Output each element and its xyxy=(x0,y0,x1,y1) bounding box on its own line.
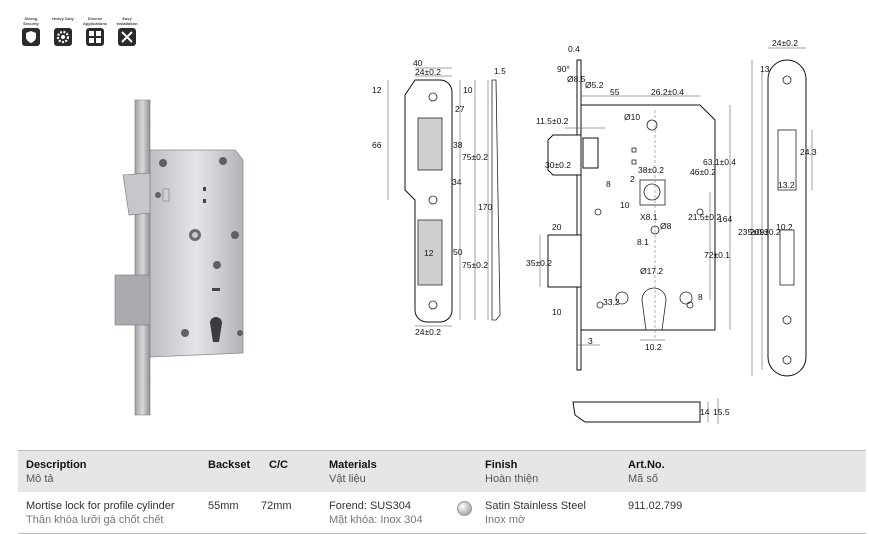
dim-label: 11.5±0.2 xyxy=(536,116,569,126)
cell-description: Mortise lock for profile cylinder Thân k… xyxy=(26,500,175,526)
dim-label: 33.2 xyxy=(603,297,620,307)
dim-label: 10 xyxy=(463,85,473,95)
dim-label: 209±0.2 xyxy=(750,227,781,237)
dim-label: 38 xyxy=(453,140,463,150)
table-row: Mortise lock for profile cylinder Thân k… xyxy=(18,492,866,534)
lock-body-dim-labels: 0.4 90° Ø8.5 Ø5.2 55 26.2±0.4 11.5±0.2 Ø… xyxy=(526,44,736,352)
checklist-icon xyxy=(86,28,104,46)
dim-label: 21.5±0.2 xyxy=(688,212,721,222)
dim-label: 38±0.2 xyxy=(638,165,664,175)
badge-label: Diverse Applications xyxy=(82,16,107,26)
cell-backset: 55mm xyxy=(208,500,239,512)
cell-cc: 72mm xyxy=(261,500,292,512)
dim-label: 30±0.2 xyxy=(545,160,571,170)
dim-label: 34 xyxy=(452,177,462,187)
strike-plate-drawing xyxy=(751,47,813,377)
dim-label: 35±0.2 xyxy=(526,258,552,268)
header-materials: Materials Vật liệu xyxy=(329,459,377,485)
badge-label: Strong Security xyxy=(23,16,39,26)
shield-icon xyxy=(22,28,40,46)
header-finish: Finish Hoàn thiện xyxy=(485,459,539,485)
cell-finish: Satin Stainless Steel Inox mờ xyxy=(485,500,586,526)
dim-label: 0.4 xyxy=(568,44,580,54)
dim-label: 8 xyxy=(606,179,611,189)
dim-label: 24.3 xyxy=(800,147,817,157)
dim-label: 12 xyxy=(424,248,434,258)
dim-label: 8 xyxy=(698,292,703,302)
dim-label: 24±0.2 xyxy=(415,327,441,337)
badge-diverse-applications: Diverse Applications xyxy=(82,16,108,48)
faceplate-drawing xyxy=(387,67,501,327)
dim-label: Ø8.5 xyxy=(567,74,586,84)
dim-label: 24±0.2 xyxy=(772,38,798,48)
dim-label: Ø10 xyxy=(624,112,640,122)
dim-label: 72±0.1 xyxy=(704,250,730,260)
dim-label: Ø17.2 xyxy=(640,266,663,276)
badge-strong-security: Strong Security xyxy=(18,16,44,48)
spec-table-header: Description Mô tả Backset C/C Materials … xyxy=(18,450,866,492)
dim-label: 20 xyxy=(552,222,562,232)
feature-badges: Strong Security Heavy Duty Diverse Appli… xyxy=(18,16,140,48)
dim-label: 235±0.3 xyxy=(738,227,769,237)
header-description: Description Mô tả xyxy=(26,459,87,485)
dim-label: 164 xyxy=(718,214,732,224)
dim-label: X8.1 xyxy=(640,212,658,222)
header-backset: Backset xyxy=(208,459,251,471)
dim-label: 63.1±0.4 xyxy=(703,157,736,167)
cell-materials: Forend: SUS304 Mặt khóa: Inox 304 xyxy=(329,500,423,526)
bolt-dim-labels: 14 15.5 xyxy=(700,407,730,417)
dim-label: 55 xyxy=(610,87,620,97)
dim-label: 10.2 xyxy=(645,342,662,352)
finish-swatch xyxy=(457,501,472,516)
badge-label: Heavy Duty xyxy=(52,16,74,21)
spec-table: Description Mô tả Backset C/C Materials … xyxy=(18,450,866,534)
dim-label: 10 xyxy=(552,307,562,317)
strike-plate-dim-labels: 24±0.2 13 24.3 13.2 235±0.3 209±0.2 10.2 xyxy=(738,38,817,237)
dim-label: 27 xyxy=(455,104,465,114)
header-cc: C/C xyxy=(269,459,288,471)
dim-label: 50 xyxy=(453,247,463,257)
dim-label: 12 xyxy=(372,85,382,95)
dim-label: 15.5 xyxy=(713,407,730,417)
dim-label: 1.5 xyxy=(494,66,506,76)
dim-label: 24±0.2 xyxy=(415,67,441,77)
badge-easy-installation: Easy Installation xyxy=(114,16,140,48)
lock-body-drawing xyxy=(539,59,731,371)
dim-label: 2 xyxy=(630,174,635,184)
dim-label: 3 xyxy=(588,336,593,346)
gear-icon xyxy=(54,28,72,46)
bolt-drawing xyxy=(572,398,719,424)
dim-label: 13.2 xyxy=(778,180,795,190)
badge-heavy-duty: Heavy Duty xyxy=(50,16,76,48)
dim-label: 66 xyxy=(372,140,382,150)
badge-label: Easy Installation xyxy=(116,16,138,26)
dim-label: 10 xyxy=(620,200,630,210)
dim-label: Ø5.2 xyxy=(585,80,604,90)
dim-label: Ø8 xyxy=(660,221,672,231)
dim-label: 13 xyxy=(760,64,770,74)
faceplate-dim-labels: 40 24±0.2 1.5 12 10 27 66 38 75±0.2 34 1… xyxy=(372,58,506,337)
technical-drawings: 40 24±0.2 1.5 12 10 27 66 38 75±0.2 34 1… xyxy=(372,38,817,424)
dim-label: 26.2±0.4 xyxy=(651,87,684,97)
dim-label: 75±0.2 xyxy=(462,152,488,162)
mortise-lock-product-image xyxy=(114,99,244,416)
dim-label: 14 xyxy=(700,407,710,417)
dim-label: 40 xyxy=(413,58,423,68)
tools-icon xyxy=(118,28,136,46)
cell-art-no: 911.02.799 xyxy=(628,500,683,512)
dim-label: 90° xyxy=(557,64,570,74)
dim-label: 75±0.2 xyxy=(462,260,488,270)
dim-label: 10.2 xyxy=(776,222,793,232)
header-art-no: Art.No. Mã số xyxy=(628,459,665,485)
dim-label: 170 xyxy=(478,202,492,212)
dim-label: 46±0.2 xyxy=(690,167,716,177)
dim-label: 8.1 xyxy=(637,237,649,247)
